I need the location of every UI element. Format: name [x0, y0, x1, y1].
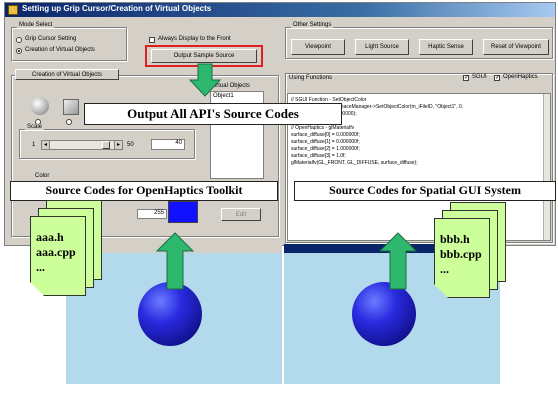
virtual-objects-label: Virtual Objects: [211, 83, 250, 89]
always-display-label: Always Display to the Front: [158, 36, 231, 42]
haptic-sense-button[interactable]: Haptic Sense: [419, 39, 473, 55]
file-name: bbb.h: [440, 232, 470, 246]
code-line: surface_diffuse[0] = 0.000000f;: [291, 132, 360, 138]
radio-creation-label: Creation of Virtual Objects: [25, 47, 95, 53]
arrow-up-icon: [378, 232, 418, 290]
shape-cube-radio[interactable]: [66, 119, 72, 125]
mode-select-group: Mode Select: [11, 22, 127, 61]
sgui-checkbox[interactable]: ✓: [463, 75, 470, 81]
blue-sphere: [352, 282, 416, 346]
code-line: surface_diffuse[1] = 0.000000f;: [291, 139, 360, 145]
file-list-left: aaa.h aaa.cpp ...: [36, 230, 76, 275]
arrow-up-icon: [155, 232, 195, 290]
callout-openhaptics: Source Codes for OpenHaptics Toolkit: [10, 181, 278, 201]
code-scrollbar[interactable]: [543, 94, 550, 240]
radio-grip-cursor-label: Grip Cursor Setting: [25, 36, 77, 42]
code-line: // OpenHaptics - glMaterialfv: [291, 125, 355, 131]
code-line: surface_diffuse[2] = 1.000000f;: [291, 146, 360, 152]
viewpoint-button[interactable]: Viewpoint: [291, 39, 345, 55]
code-line: // SGUI Function - SetObjectColor: [291, 97, 367, 103]
callout-spatial-gui: Source Codes for Spatial GUI System: [294, 181, 556, 201]
file-list-right: bbb.h bbb.cpp ...: [440, 232, 482, 277]
always-display-checkbox[interactable]: [149, 37, 155, 43]
virtual-object-item[interactable]: Object1: [213, 93, 234, 99]
slider-left-arrow-icon[interactable]: ◂: [42, 141, 50, 149]
output-sample-button[interactable]: Output Sample Source: [151, 49, 257, 63]
code-line: surface_diffuse[3] = 1.0f;: [291, 153, 346, 159]
color-value-field[interactable]: 255: [137, 209, 167, 219]
radio-creation[interactable]: [16, 48, 22, 54]
edit-button[interactable]: Edit: [221, 208, 261, 221]
light-source-button[interactable]: Light Source: [355, 39, 409, 55]
title-bar: Setting up Grip Cursor/Creation of Virtu…: [5, 3, 555, 17]
code-line: hResult = m_pVirtualSpaceManager->SetObj…: [291, 104, 464, 110]
scale-max: 50: [127, 142, 134, 148]
other-settings-group: Other Settings: [285, 22, 553, 59]
file-name: aaa.h: [36, 230, 64, 244]
using-functions-label: Using Functions: [289, 75, 333, 81]
radio-grip-cursor[interactable]: [16, 37, 22, 43]
code-line: glMaterialfv(GL_FRONT, GL_DIFFUSE, surfa…: [291, 160, 418, 166]
callout-output-all: Output All API's Source Codes: [84, 103, 342, 125]
tab-creation[interactable]: Creation of Virtual Objects: [15, 69, 119, 80]
shape-sphere-icon[interactable]: [31, 97, 49, 115]
app-icon: [8, 5, 18, 15]
scale-group: Scale: [19, 124, 195, 159]
other-settings-label: Other Settings: [291, 22, 334, 28]
file-page-front: [30, 216, 86, 296]
blue-sphere: [138, 282, 202, 346]
slider-thumb[interactable]: [102, 141, 110, 149]
openhaptics-label: OpenHaptics: [503, 74, 538, 80]
scale-label: Scale: [25, 124, 45, 130]
file-name: ...: [440, 262, 449, 276]
openhaptics-checkbox[interactable]: ✓: [494, 75, 501, 81]
file-name: aaa.cpp: [36, 245, 76, 259]
scale-slider[interactable]: ◂ ▸: [41, 140, 123, 150]
mode-select-label: Mode Select: [17, 22, 55, 28]
reset-viewpoint-button[interactable]: Reset of Viewpoint: [483, 39, 549, 55]
scale-min: 1: [32, 142, 36, 148]
file-name: bbb.cpp: [440, 247, 482, 261]
sgui-label: SGUI: [472, 74, 487, 80]
window-title: Setting up Grip Cursor/Creation of Virtu…: [22, 4, 212, 13]
slider-right-arrow-icon[interactable]: ▸: [114, 141, 122, 149]
color-label: Color: [35, 173, 50, 179]
creation-panel: [11, 75, 279, 237]
shape-cube-icon[interactable]: [63, 99, 79, 115]
color-swatch[interactable]: [168, 201, 198, 223]
file-page-front: [434, 218, 490, 298]
scale-value-field[interactable]: 40: [151, 139, 185, 150]
using-functions-group: [285, 73, 553, 243]
file-name: ...: [36, 260, 45, 274]
arrow-down-icon: [188, 63, 222, 97]
